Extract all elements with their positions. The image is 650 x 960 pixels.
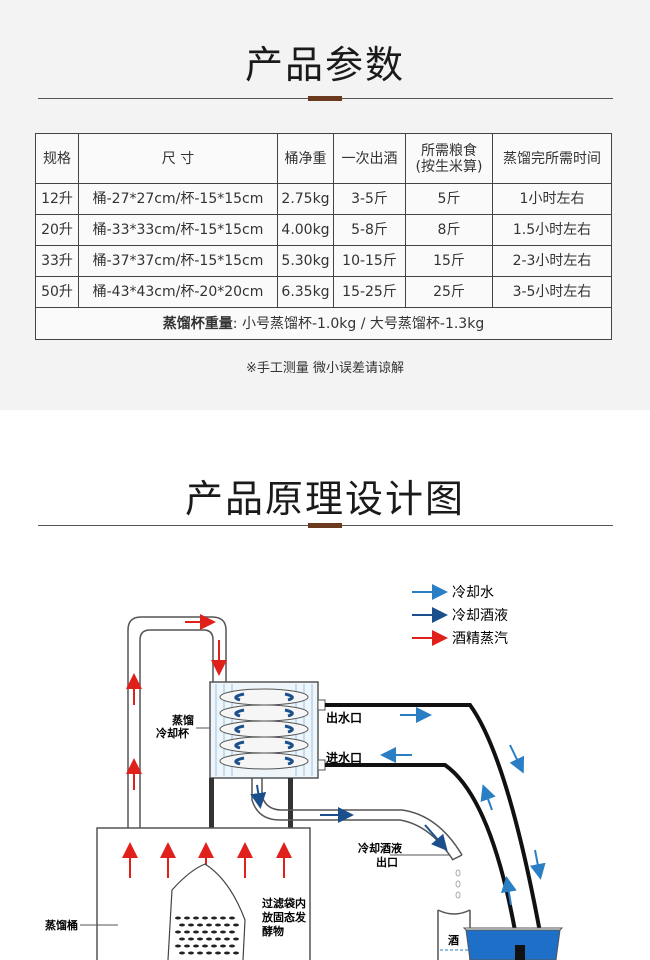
grain-dot [188, 951, 194, 955]
grain-dot [229, 944, 235, 948]
grain-dot [211, 930, 217, 934]
cell: 桶-33*33cm/杯-15*15cm [78, 214, 278, 246]
vapor-pipe [127, 616, 227, 828]
cup-weight-value: : 小号蒸馏杯-1.0kg / 大号蒸馏杯-1.3kg [232, 315, 485, 332]
grain-dot [211, 944, 217, 948]
cell: 2-3小时左右 [492, 245, 612, 277]
cell: 1.5小时左右 [492, 214, 612, 246]
grain-dot [175, 930, 181, 934]
cell: 桶-43*43cm/杯-20*20cm [78, 276, 278, 308]
grain-dot [184, 916, 190, 920]
grain-dot [229, 930, 235, 934]
grain-dot [224, 937, 230, 941]
grain-dot [184, 930, 190, 934]
header-grain-2: (按生米算) [415, 158, 483, 175]
grain-dot [206, 923, 212, 927]
grain-dot [233, 923, 239, 927]
grain-dot [233, 951, 239, 955]
grain-dot [206, 951, 212, 955]
grain-dot [220, 930, 226, 934]
grain-dot [179, 937, 185, 941]
cell: 3-5斤 [333, 183, 406, 215]
grain-dot [175, 916, 181, 920]
grain-dot [211, 916, 217, 920]
divider-accent [308, 523, 342, 528]
spec-table: 规格 尺 寸 桶净重 一次出酒 所需粮食(按生米算) 蒸馏完所需时间 12升桶-… [35, 133, 612, 340]
diagram-title: 产品原理设计图 [184, 477, 465, 521]
cell: 5.30kg [277, 245, 334, 277]
header-weight: 桶净重 [277, 133, 334, 184]
liquor-cup [437, 909, 471, 915]
legend-vapor: 酒精蒸汽 [452, 631, 508, 647]
cup-weight-label: 蒸馏杯重量 [162, 315, 233, 332]
cell: 桶-37*37cm/杯-15*15cm [78, 245, 278, 277]
cell: 50升 [35, 276, 79, 308]
water-out-label: 出水口 [326, 710, 362, 725]
bag-label-2: 放固态发 [261, 910, 307, 924]
grain-dot [215, 951, 221, 955]
liquor-out-label-2: 出口 [376, 855, 398, 869]
grain-dot [179, 951, 185, 955]
grain-dot [233, 937, 239, 941]
header-time: 蒸馏完所需时间 [492, 133, 612, 184]
bag-label-3: 酵物 [262, 924, 284, 938]
grain-dot [202, 916, 208, 920]
water-tub [465, 929, 561, 960]
table-footer: 蒸馏杯重量: 小号蒸馏杯-1.0kg / 大号蒸馏杯-1.3kg [35, 307, 612, 340]
grain-dot [197, 951, 203, 955]
grain-dot [197, 937, 203, 941]
liquor-out-label: 冷却酒液 [358, 841, 403, 855]
grain-dot [206, 937, 212, 941]
grain-dot [193, 944, 199, 948]
condenser-label-2: 冷却杯 [156, 726, 190, 740]
grain-dot [193, 916, 199, 920]
grain-dot [197, 923, 203, 927]
params-title: 产品参数 [244, 43, 405, 87]
grain-dot [202, 930, 208, 934]
filter-bag [167, 863, 246, 960]
grain-dot [175, 944, 181, 948]
grain-dot [224, 951, 230, 955]
water-in-hose [325, 763, 522, 960]
grain-dot [224, 923, 230, 927]
legend: 冷却水 冷却酒液 酒精蒸汽 [412, 584, 508, 647]
bucket-label: 蒸馏桶 [45, 918, 78, 932]
grain-dot [202, 944, 208, 948]
bag-label: 过滤袋内 [262, 896, 306, 910]
cup-label: 酒 [448, 934, 459, 947]
grain-dot [193, 930, 199, 934]
header-grain: 所需粮食(按生米算) [405, 133, 493, 184]
cup-weight: 蒸馏杯重量: 小号蒸馏杯-1.0kg / 大号蒸馏杯-1.3kg [35, 307, 612, 340]
grain-dot [215, 923, 221, 927]
header-output: 一次出酒 [333, 133, 406, 184]
grain-dot [179, 923, 185, 927]
cell: 33升 [35, 245, 79, 277]
header-grain-1: 所需粮食 [421, 142, 477, 159]
divider-accent [308, 96, 342, 101]
water-in-label: 进水口 [326, 750, 362, 765]
cell: 12升 [35, 183, 79, 215]
measure-note: ※手工测量 微小误差请谅解 [245, 361, 405, 376]
water-out-hose [325, 703, 547, 960]
cell: 5-8斤 [333, 214, 406, 246]
cell: 1小时左右 [492, 183, 612, 215]
grain-dot [220, 944, 226, 948]
grain-dot [184, 944, 190, 948]
legend-liquor: 冷却酒液 [452, 608, 508, 624]
table-header: 规格 尺 寸 桶净重 一次出酒 所需粮食(按生米算) 蒸馏完所需时间 [35, 133, 612, 184]
grain-dot [188, 923, 194, 927]
grain-dot [215, 937, 221, 941]
grain-dot [229, 916, 235, 920]
cell: 桶-27*27cm/杯-15*15cm [78, 183, 278, 215]
grain-dot [220, 916, 226, 920]
legend-water: 冷却水 [452, 585, 494, 601]
cell: 15斤 [405, 245, 493, 277]
condenser-label: 蒸馏 [172, 713, 194, 727]
grain-dot [188, 937, 194, 941]
